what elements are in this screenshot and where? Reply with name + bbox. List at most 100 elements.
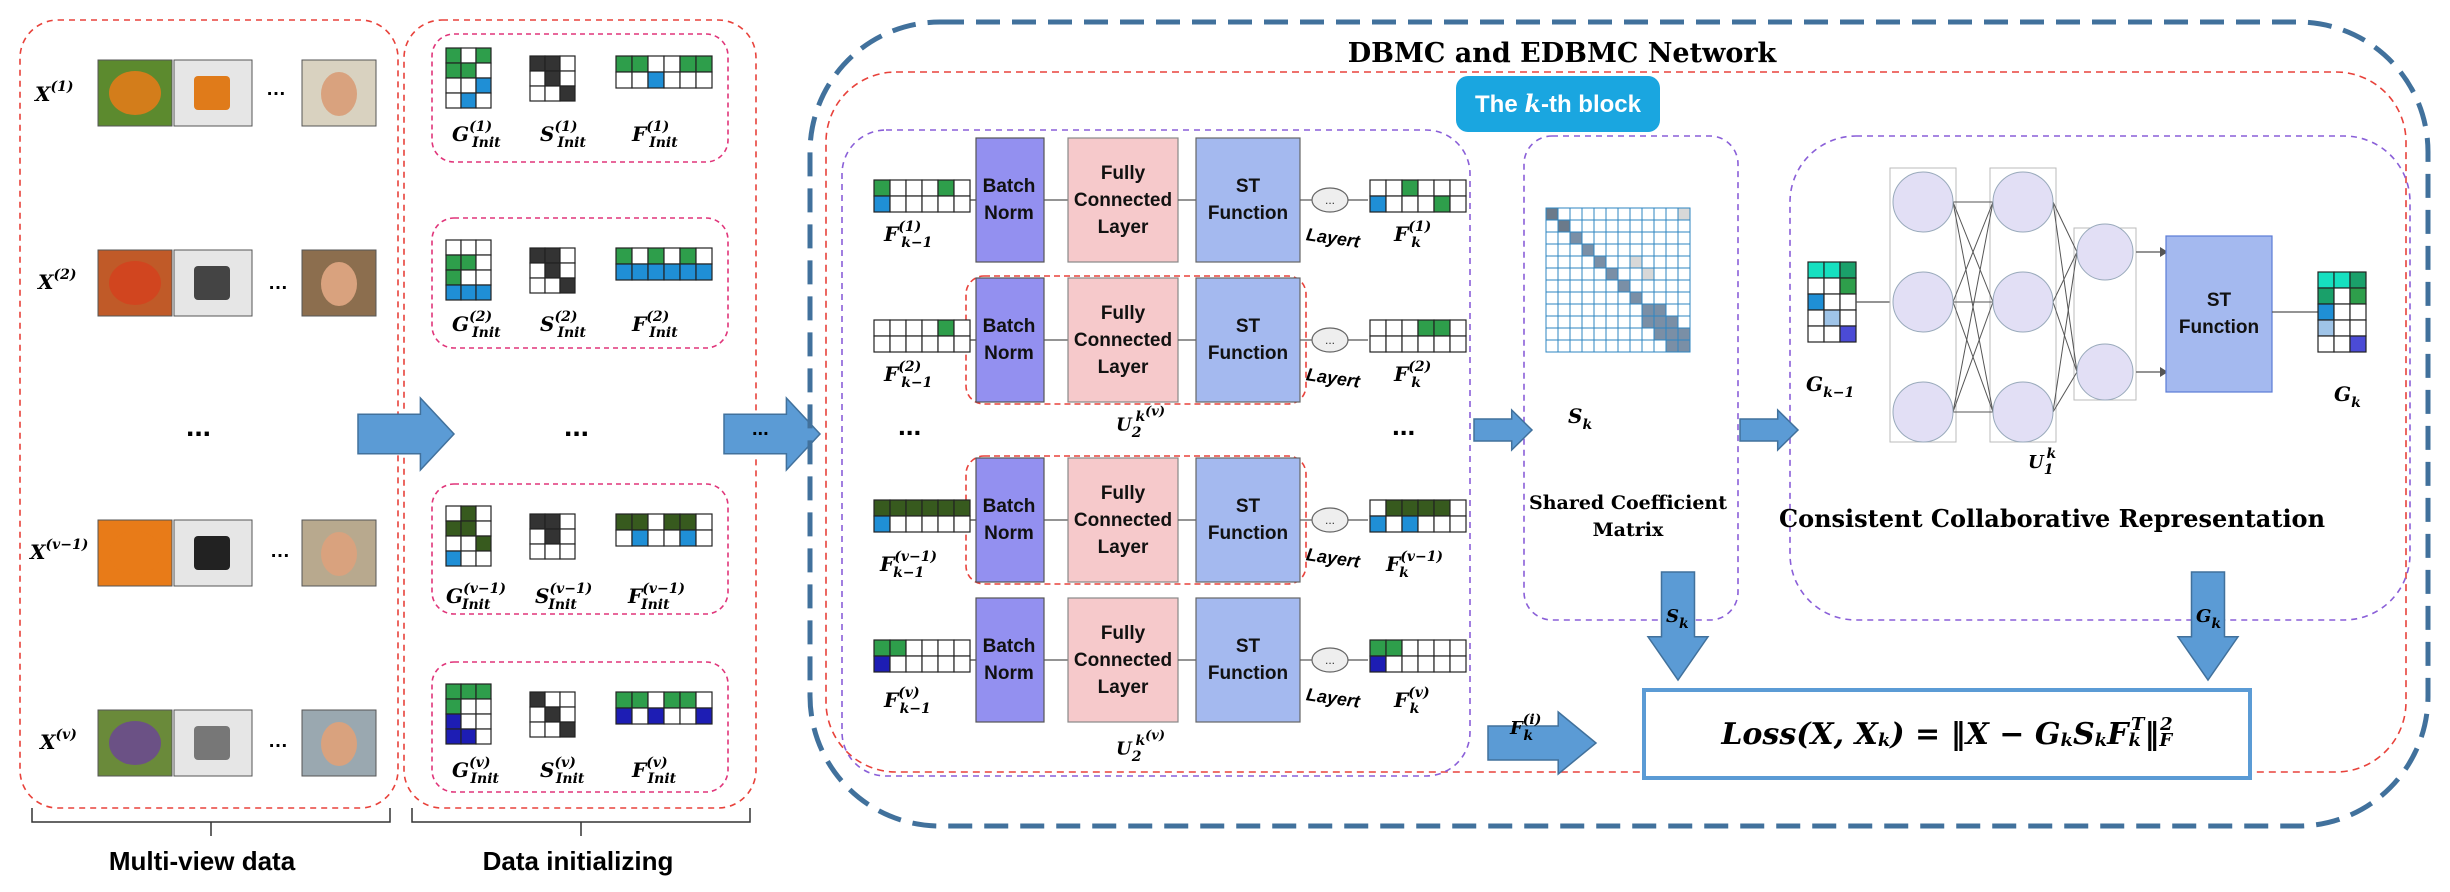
matrix-cell [1545,243,1559,257]
grid-cell [1807,309,1825,327]
f-init-grid-2 [615,513,713,547]
grid-cell [475,520,492,537]
grid-cell [1449,335,1467,353]
matrix-cell [1593,279,1607,293]
grid-cell [937,195,955,213]
grid-cell [1417,319,1435,337]
grid-cell [460,284,477,301]
fk-grid-3 [1369,639,1467,673]
grid-cell [529,706,546,723]
grid-cell [460,728,477,745]
matrix-cell [1665,303,1679,317]
grid-cell [475,239,492,256]
matrix-cell [1545,327,1559,341]
grid-cell [2333,271,2351,289]
grid-cell [544,691,561,708]
grid-cell [544,513,561,530]
batch-norm-rect-0 [975,137,1045,263]
grid-cell [953,655,971,673]
grid-cell [559,85,576,102]
matrix-cell [1677,243,1691,257]
kth-block-frame [825,71,2407,773]
grid-cell [1433,195,1451,213]
matrix-cell [1629,207,1643,221]
arrow-label-sk: Sk [1666,606,1689,632]
matrix-cell [1617,303,1631,317]
grid-cell [2333,319,2351,337]
matrix-cell [1665,231,1679,245]
grid-cell [1401,515,1419,533]
grid-cell [1401,639,1419,657]
fc-layer-2: Fully Connected Layer [1073,302,1173,378]
grid-cell [647,691,665,709]
grid-cell [1823,293,1841,311]
sk-label: Sk [1568,404,1593,433]
grid-cell [445,535,462,552]
grid-cell [529,513,546,530]
st-rect-1 [1195,277,1301,403]
st-rect-0 [1195,137,1301,263]
fk-1-grid-2 [873,499,971,533]
matrix-cell [1617,327,1631,341]
matrix-cell [1581,255,1595,269]
matrix-cell [1581,243,1595,257]
matrix-cell [1641,231,1655,245]
grid-cell [631,707,649,725]
grid-cell [475,713,492,730]
grid-cell [647,529,665,547]
view-3-face [321,722,357,766]
grid-cell [1369,335,1387,353]
matrix-cell [1677,219,1691,233]
grid-cell [544,247,561,264]
f-k-2: F(2)k [1394,359,1432,391]
network-title: DBMC and EDBMC Network [1347,38,1777,69]
grid-cell [2333,303,2351,321]
matrix-cell [1641,243,1655,257]
shared-matrix-region [1523,135,1739,621]
grid-cell [905,335,923,353]
view-3-image-1-subject [109,721,161,765]
nn-node-1-2 [1892,381,1954,443]
grid-cell [647,707,665,725]
grid-cell [1401,499,1419,517]
matrix-cell [1653,219,1667,233]
matrix-cell [1665,243,1679,257]
grid-cell [1433,655,1451,673]
grid-cell [460,92,477,109]
matrix-cell [1593,303,1607,317]
arrow-label-fk: F(i)k [1510,712,1542,744]
matrix-cell [1605,303,1619,317]
grid-cell [631,55,649,73]
init-box-0 [431,33,729,163]
nn-node-1-0 [1892,171,1954,233]
matrix-cell [1677,315,1691,329]
matrix-cell [1653,315,1667,329]
g-init-grid-2 [445,505,492,567]
matrix-cell [1581,327,1595,341]
grid-cell [905,639,923,657]
matrix-cell [1629,291,1643,305]
g-init-1: G(1)Init [452,119,501,151]
grid-cell [1369,499,1387,517]
grid-cell [1807,325,1825,343]
grid-cell [1839,309,1857,327]
grid-cell [1401,195,1419,213]
grid-cell [937,655,955,673]
matrix-cell [1593,291,1607,305]
matrix-cell [1569,207,1583,221]
grid-cell [2349,271,2367,289]
nn-edge-2 [2052,251,2078,413]
grid-cell [460,77,477,94]
arrow-init-to-network [723,396,822,472]
matrix-cell [1605,243,1619,257]
g-init-v-1: G(v−1)Init [446,581,506,613]
g-init-grid-1 [445,239,492,301]
s-init-v: S(v)Init [540,755,585,787]
block-dots-right: ... [1392,410,1416,441]
matrix-cell [1653,267,1667,281]
grid-cell [475,47,492,64]
grid-cell [1839,293,1857,311]
grid-cell [1385,499,1403,517]
grid-cell [445,713,462,730]
